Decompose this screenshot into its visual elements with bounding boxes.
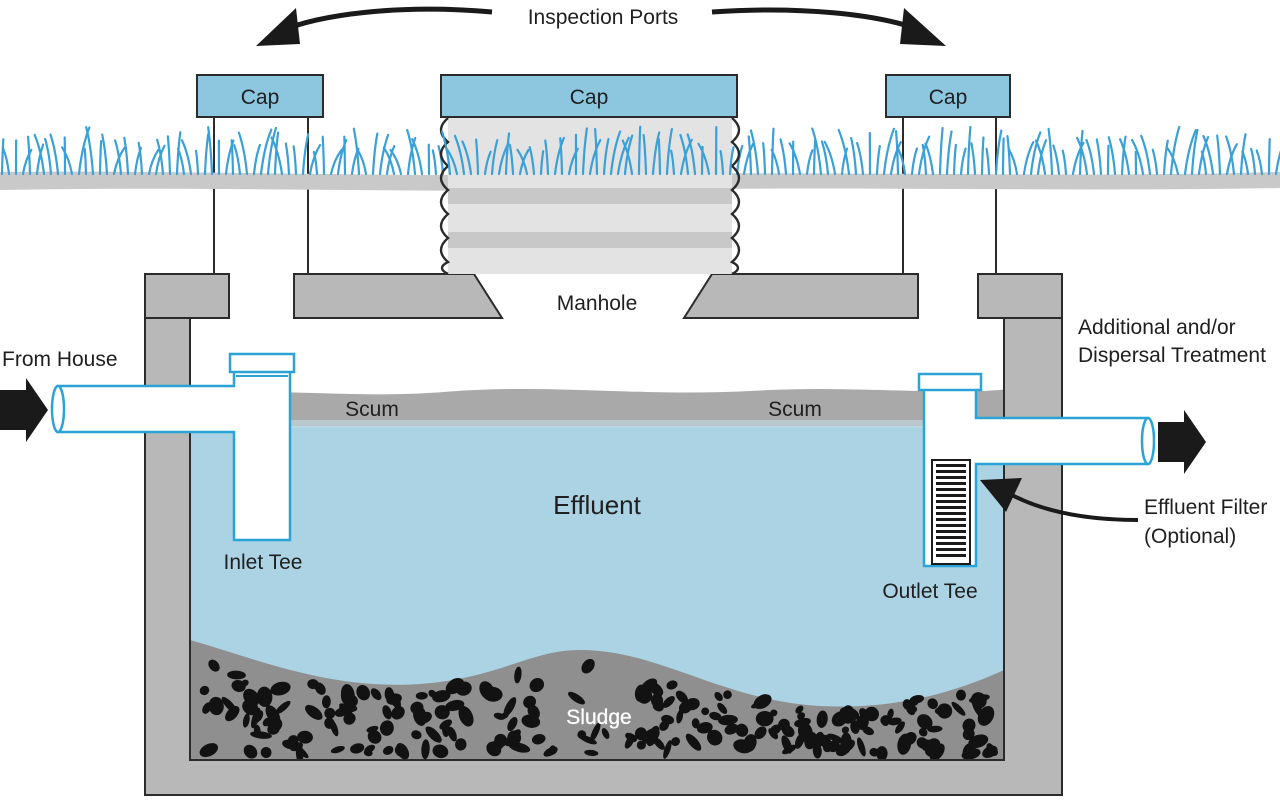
- riser-lines: [213, 118, 997, 274]
- curved-arrow-icon: [980, 478, 1139, 522]
- manhole-riser: [439, 117, 741, 276]
- manhole-label: Manhole: [557, 292, 638, 315]
- scum-left-label: Scum: [345, 398, 399, 421]
- cap-left: Cap: [196, 74, 324, 118]
- scum-right-label: Scum: [768, 398, 822, 421]
- scum-layer: [190, 387, 1004, 426]
- outlet-tee-label: Outlet Tee: [882, 580, 977, 603]
- effluent-filter-label-line2: (Optional): [1144, 525, 1236, 548]
- cap-center-label: Cap: [570, 86, 609, 109]
- effluent-filter-label-line1: Effluent Filter: [1144, 496, 1267, 519]
- grass: [0, 125, 1280, 176]
- effluent-label: Effluent: [553, 490, 641, 520]
- inlet-tee-label: Inlet Tee: [223, 551, 302, 574]
- cap-center: Cap: [440, 74, 738, 118]
- curved-arrow-icon: [256, 6, 493, 46]
- outlet-pipe: [917, 372, 1156, 568]
- additional-treatment-label-line1: Additional and/or: [1078, 316, 1236, 339]
- cap-left-label: Cap: [241, 86, 280, 109]
- cap-right: Cap: [885, 74, 1011, 118]
- inspection-ports-title: Inspection Ports: [528, 6, 679, 29]
- additional-treatment-label-line2: Dispersal Treatment: [1078, 344, 1266, 367]
- from-house-label: From House: [2, 348, 118, 371]
- arrow-right-icon: [0, 378, 48, 442]
- cap-right-label: Cap: [929, 86, 968, 109]
- arrow-right-icon: [1158, 410, 1206, 474]
- sludge-particles: [199, 658, 999, 764]
- inlet-pipe: [50, 352, 296, 542]
- curved-arrow-icon: [711, 7, 946, 46]
- sludge-label: Sludge: [566, 706, 631, 729]
- tank-walls: [144, 273, 1063, 796]
- effluent-filter: [931, 459, 971, 565]
